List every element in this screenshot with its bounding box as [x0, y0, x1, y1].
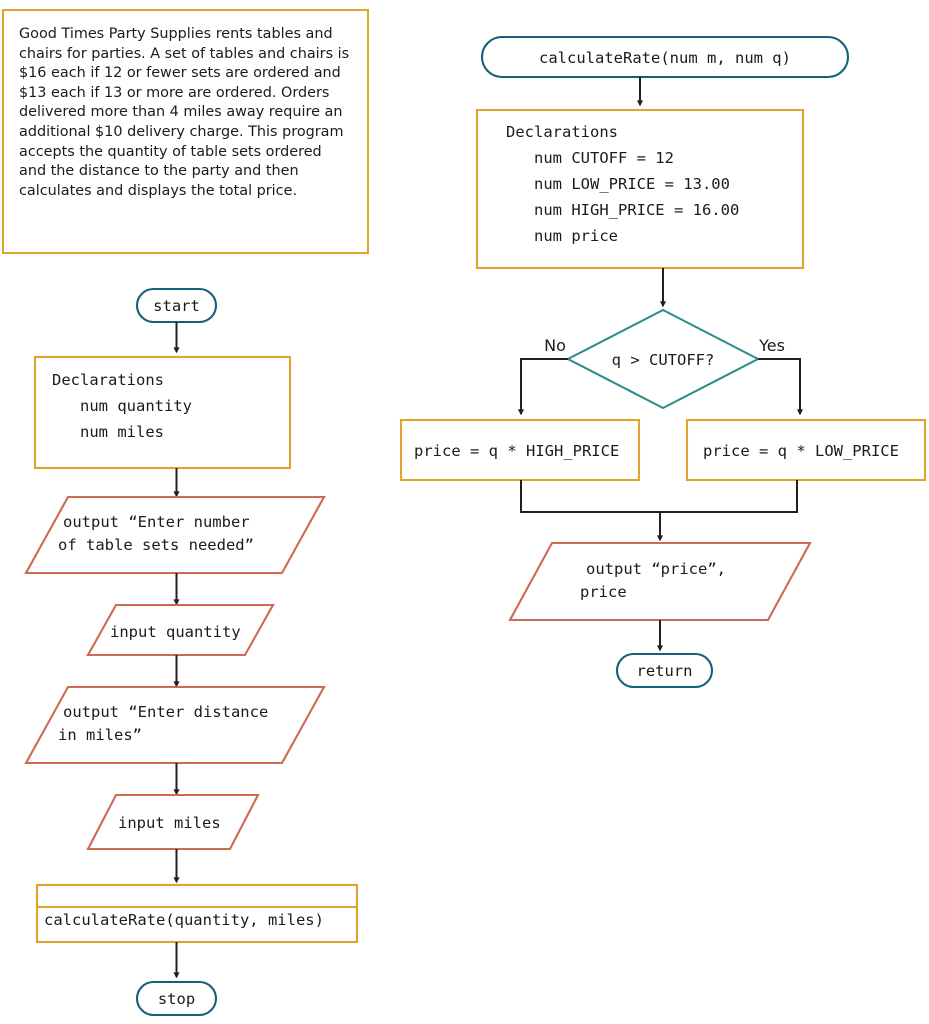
- declarations-module-line-2: num LOW_PRICE = 13.00: [506, 175, 730, 193]
- node-stop-label: stop: [158, 990, 195, 1008]
- node-module-call: calculateRate(quantity, miles): [35, 883, 359, 944]
- output-prompt-quantity-line-0: output “Enter number: [63, 513, 250, 531]
- declarations-module-line-3: num HIGH_PRICE = 16.00: [506, 201, 739, 219]
- output-prompt-quantity-line-1: of table sets needed”: [58, 536, 254, 554]
- declarations-main-line-0: Declarations: [52, 371, 164, 389]
- branch-label-no: No: [544, 336, 566, 355]
- node-input-quantity: input quantity: [86, 603, 275, 657]
- problem-description-box: Good Times Party Supplies rents tables a…: [2, 9, 369, 254]
- declarations-main-line-1: num quantity: [52, 397, 192, 415]
- node-start-label: start: [153, 297, 200, 315]
- node-assign-high-price: price = q * HIGH_PRICE: [399, 418, 641, 482]
- node-decision: q > CUTOFF?: [565, 308, 761, 410]
- module-call-label: calculateRate(quantity, miles): [44, 911, 324, 929]
- node-declarations-main: Declarations num quantity num miles: [33, 355, 292, 470]
- module-header-label: calculateRate(num m, num q): [539, 49, 791, 67]
- decision-label: q > CUTOFF?: [612, 351, 715, 369]
- input-miles-label: input miles: [118, 814, 221, 832]
- node-return-label: return: [637, 662, 693, 680]
- node-input-miles: input miles: [86, 793, 260, 851]
- branch-label-yes: Yes: [758, 336, 785, 355]
- connector-decision-no-to-high-price: [517, 358, 568, 416]
- node-declarations-module: Declarations num CUTOFF = 12 num LOW_PRI…: [475, 108, 805, 270]
- node-output-prompt-quantity: output “Enter number of table sets neede…: [24, 495, 326, 575]
- output-price-line-1: price: [580, 583, 627, 601]
- assign-low-price-label: price = q * LOW_PRICE: [703, 442, 899, 460]
- node-start: start: [135, 287, 218, 324]
- input-quantity-label: input quantity: [110, 623, 241, 641]
- node-module-header: calculateRate(num m, num q): [480, 35, 850, 79]
- connector-decision-yes-to-low-price: [758, 358, 804, 416]
- node-output-price: output “price”, price: [508, 541, 812, 622]
- assign-high-price-label: price = q * HIGH_PRICE: [414, 442, 619, 460]
- node-output-prompt-miles: output “Enter distance in miles”: [24, 685, 326, 765]
- node-assign-low-price: price = q * LOW_PRICE: [685, 418, 927, 482]
- declarations-module-line-0: Declarations: [506, 123, 618, 141]
- output-prompt-miles-line-0: output “Enter distance: [63, 703, 268, 721]
- problem-description-text: Good Times Party Supplies rents tables a…: [19, 26, 350, 199]
- declarations-module-line-4: num price: [506, 227, 618, 245]
- output-prompt-miles-line-1: in miles”: [58, 726, 142, 744]
- node-stop: stop: [135, 980, 218, 1017]
- declarations-module-line-1: num CUTOFF = 12: [506, 149, 674, 167]
- node-return: return: [615, 652, 714, 689]
- output-price-line-0: output “price”,: [586, 560, 726, 578]
- connector-merge-branches: [520, 480, 798, 513]
- declarations-main-line-2: num miles: [52, 423, 164, 441]
